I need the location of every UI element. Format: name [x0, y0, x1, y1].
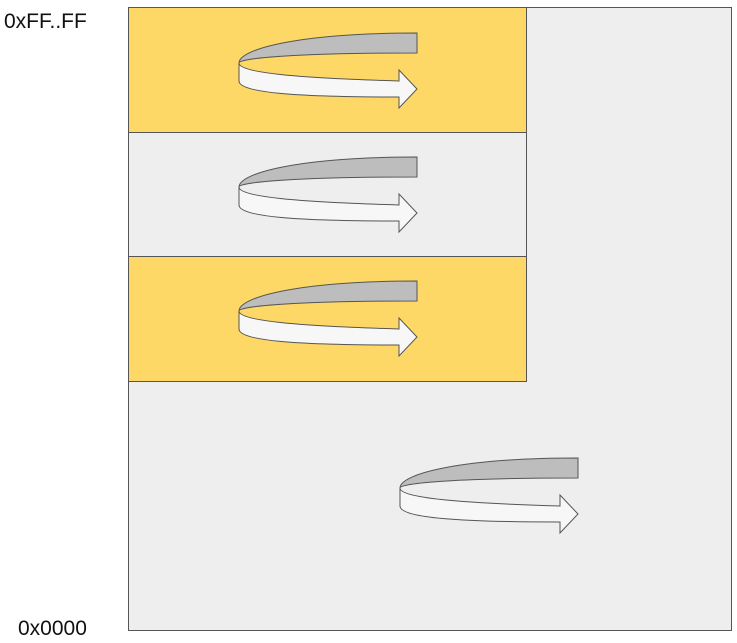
bottom-address-label: 0x0000: [18, 617, 87, 640]
top-address-label: 0xFF..FF: [4, 10, 87, 33]
band-3: [128, 256, 527, 382]
band-1: [128, 7, 527, 133]
band-2: [128, 132, 527, 257]
